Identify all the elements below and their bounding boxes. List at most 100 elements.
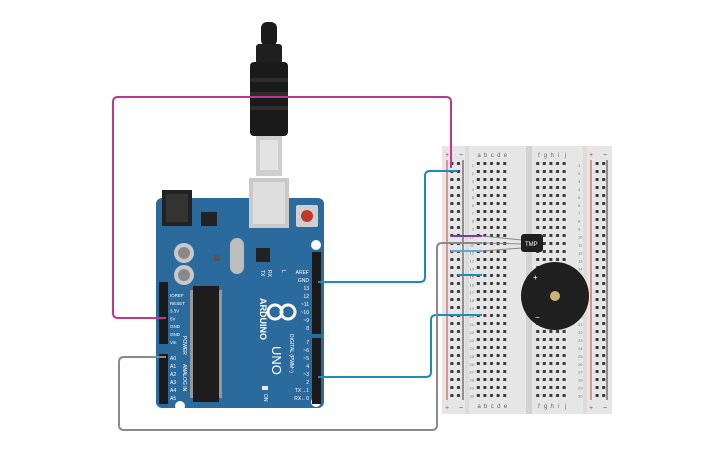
breadboard-row-number: 29	[470, 386, 475, 391]
breadboard-column-label: f	[538, 153, 540, 159]
digital-header-bottom[interactable]	[312, 338, 321, 404]
breadboard-row-number: 26	[470, 362, 475, 367]
breadboard-column-label: b	[484, 153, 488, 159]
digital-pin-label: ~3	[303, 372, 309, 378]
breadboard-row-number: 24	[578, 346, 583, 351]
breadboard-row-number: 28	[578, 378, 583, 383]
microcontroller-chip	[193, 286, 219, 402]
reset-button-icon[interactable]	[296, 205, 318, 227]
analog-header[interactable]	[159, 354, 168, 404]
digital-pin-label: 4	[306, 364, 309, 370]
breadboard-row-number: 27	[470, 370, 475, 375]
breadboard-row-number: 11	[578, 243, 583, 248]
power-pin-label: 3.3V	[170, 309, 179, 314]
breadboard-row-number: 23	[470, 338, 475, 343]
wire-a0-gray[interactable]	[118, 242, 482, 431]
breadboard-row-number: 30	[578, 394, 583, 399]
wires[interactable]	[112, 96, 482, 431]
breadboard-row-number: 8	[472, 219, 475, 224]
terminal-strip-left[interactable]	[476, 162, 509, 400]
breadboard-row-number: 25	[470, 354, 475, 359]
breadboard-row-number: 21	[578, 322, 583, 327]
board-model: UNO	[269, 346, 284, 375]
digital-pin-label: AREF	[296, 270, 309, 276]
breadboard-row-number: 15	[470, 274, 475, 279]
l-label: L	[280, 270, 286, 273]
wire-pin3-blue[interactable]	[318, 314, 482, 378]
power-rail-left[interactable]	[450, 162, 462, 398]
breadboard-row-number: 1	[472, 163, 475, 168]
rail-minus-label: −	[459, 405, 463, 412]
usb-cable-icon[interactable]	[250, 22, 288, 176]
rail-plus-label: +	[445, 152, 449, 159]
digital-pin-label: ~11	[301, 302, 309, 308]
digital-title: DIGITAL (PWM~)	[288, 334, 294, 373]
breadboard-row-number: 19	[470, 306, 475, 311]
breadboard-column-label: j	[564, 404, 566, 410]
arduino-board[interactable]: ARDUINO UNO ON TX RX L IOREFRESET3.3V5VG…	[156, 178, 324, 411]
breadboard-column-label: i	[558, 404, 559, 410]
power-rail-right[interactable]	[594, 162, 606, 398]
breadboard-row-number: 6	[578, 203, 581, 208]
power-header[interactable]	[159, 282, 168, 344]
breadboard-row-number: 13	[470, 258, 475, 263]
digital-pin-label: 7	[306, 340, 309, 346]
digital-pin-label: ~9	[303, 318, 309, 324]
rail-plus-label: +	[445, 405, 449, 412]
breadboard-column-label: f	[538, 404, 540, 410]
power-title: POWER	[181, 336, 187, 355]
arduino-logo-icon	[266, 303, 297, 321]
power-pin-label: GND	[170, 324, 181, 329]
rail-minus-label: −	[603, 405, 607, 412]
breadboard-row-number: 28	[470, 378, 475, 383]
breadboard-row-number: 22	[578, 330, 583, 335]
breadboard-row-number: 12	[470, 250, 475, 255]
power-pin-label: Vin	[170, 340, 177, 345]
breadboard-row-number: 10	[578, 235, 583, 240]
breadboard-row-number: 9	[578, 227, 581, 232]
power-pin-label: IOREF	[170, 293, 184, 298]
breadboard-row-number: 9	[472, 227, 475, 232]
analog-pin-label: A0	[170, 356, 176, 362]
breadboard-row-number: 18	[470, 298, 475, 303]
breadboard-column-label: d	[497, 404, 500, 410]
temperature-sensor-icon[interactable]: TMP	[481, 234, 543, 252]
breadboard-row-number: 4	[472, 187, 475, 192]
buzzer-plus: +	[533, 273, 538, 282]
breadboard-row-number: 6	[472, 203, 475, 208]
digital-pin-label: 13	[303, 286, 309, 292]
breadboard-row-number: 12	[578, 250, 583, 255]
breadboard-row-number: 17	[470, 290, 475, 295]
breadboard-row-number: 4	[578, 187, 581, 192]
rail-plus-label: +	[589, 405, 593, 412]
sensor-label: TMP	[525, 242, 538, 248]
small-chip	[256, 248, 270, 262]
buzzer-icon[interactable]: + −	[521, 262, 589, 330]
digital-header-top[interactable]	[312, 252, 321, 334]
breadboard-row-number: 24	[470, 346, 475, 351]
regulator-chip	[201, 212, 217, 226]
digital-pin-label: GND	[298, 278, 310, 284]
breadboard-row-number: 7	[578, 211, 581, 216]
breadboard-row-number: 22	[470, 330, 475, 335]
breadboard-row-number: 2	[472, 171, 475, 176]
breadboard-column-label: a	[477, 404, 481, 410]
wire-gnd-blue[interactable]	[318, 170, 458, 283]
breadboard-row-number: 7	[472, 211, 475, 216]
breadboard-row-number: 13	[578, 258, 583, 263]
breadboard-row-number: 29	[578, 386, 583, 391]
breadboard-row-number: 14	[578, 266, 583, 271]
wire-5v-pink[interactable]	[112, 96, 452, 319]
buzzer-minus: −	[535, 313, 540, 322]
power-pin-label: 5V	[170, 316, 176, 321]
crystal	[230, 238, 244, 274]
breadboard-column-label: b	[484, 404, 488, 410]
digital-pin-label: 2	[306, 380, 309, 386]
breadboard-row-number: 23	[578, 338, 583, 343]
power-pin-label: GND	[170, 332, 181, 337]
breadboard-column-label: j	[564, 153, 566, 159]
